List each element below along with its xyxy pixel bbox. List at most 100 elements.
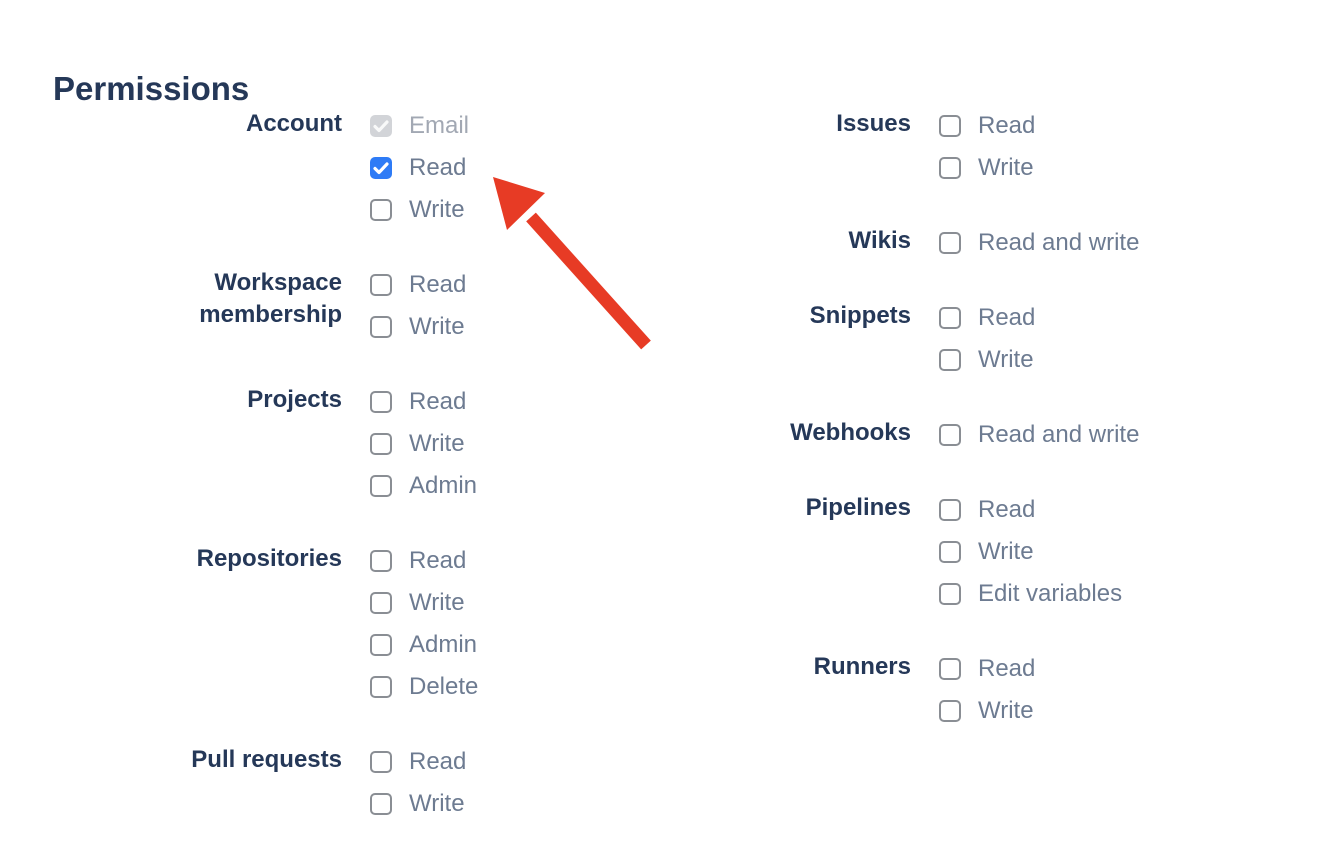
workspace-membership-read-checkbox[interactable] (370, 274, 392, 296)
checkbox-option-webhooks-read-and-write[interactable]: Read and write (939, 414, 1139, 456)
group-label-pull-requests: Pull requests (191, 746, 342, 773)
account-write-checkbox[interactable] (370, 199, 392, 221)
snippets-read-checkbox[interactable] (939, 307, 961, 329)
wikis-read-and-write-checkbox[interactable] (939, 232, 961, 254)
issues-read-checkbox[interactable] (939, 115, 961, 137)
checkbox-option-pull-requests-read[interactable]: Read (370, 741, 466, 783)
checkbox-label: Read (978, 655, 1036, 682)
checkbox-label: Read (978, 112, 1036, 139)
checkbox-option-pipelines-write[interactable]: Write (939, 531, 1122, 573)
repositories-read-checkbox[interactable] (370, 550, 392, 572)
checkbox-label: Email (409, 112, 470, 139)
checkbox-label: Admin (409, 472, 478, 499)
group-label-projects: Projects (247, 386, 342, 413)
checkbox-label: Read and write (978, 421, 1140, 448)
checkbox-option-account-write[interactable]: Write (370, 189, 469, 231)
permission-group-webhooks: Webhooks Read and write (721, 414, 1139, 456)
account-read-checkbox[interactable] (370, 157, 392, 179)
checkbox-option-repositories-read[interactable]: Read (370, 540, 478, 582)
repositories-admin-checkbox[interactable] (370, 634, 392, 656)
group-label-pipelines: Pipelines (805, 494, 911, 521)
checkbox-label: Write (978, 346, 1034, 373)
checkbox-label: Write (978, 538, 1034, 565)
checkbox-option-runners-read[interactable]: Read (939, 648, 1035, 690)
page-title: Permissions (53, 70, 250, 108)
checkbox-label: Write (409, 589, 465, 616)
checkbox-option-repositories-delete[interactable]: Delete (370, 666, 478, 708)
checkbox-label: Write (978, 697, 1034, 724)
checkbox-option-projects-admin[interactable]: Admin (370, 465, 477, 507)
checkbox-label: Edit variables (978, 580, 1123, 607)
webhooks-read-and-write-checkbox[interactable] (939, 424, 961, 446)
runners-write-checkbox[interactable] (939, 700, 961, 722)
snippets-write-checkbox[interactable] (939, 349, 961, 371)
checkbox-label: Write (409, 196, 465, 223)
group-label-workspace-membership: Workspace membership (199, 269, 342, 328)
pipelines-write-checkbox[interactable] (939, 541, 961, 563)
pipelines-read-checkbox[interactable] (939, 499, 961, 521)
checkbox-option-snippets-write[interactable]: Write (939, 339, 1035, 381)
options-wikis: Read and write (939, 222, 1139, 264)
checkbox-option-projects-write[interactable]: Write (370, 423, 477, 465)
group-label-snippets: Snippets (809, 302, 911, 329)
checkbox-option-pipelines-edit-variables[interactable]: Edit variables (939, 573, 1122, 615)
group-label-runners: Runners (813, 653, 911, 680)
projects-read-checkbox[interactable] (370, 391, 392, 413)
checkmark-icon (373, 119, 389, 132)
workspace-membership-write-checkbox[interactable] (370, 316, 392, 338)
checkbox-option-workspace-membership-read[interactable]: Read (370, 264, 466, 306)
checkbox-label: Write (409, 313, 465, 340)
checkbox-label: Read (409, 388, 467, 415)
checkbox-option-issues-read[interactable]: Read (939, 105, 1035, 147)
checkbox-label: Read and write (978, 229, 1140, 256)
checkbox-label: Read (978, 304, 1036, 331)
group-label-account: Account (246, 110, 342, 137)
runners-read-checkbox[interactable] (939, 658, 961, 680)
group-label-repositories: Repositories (196, 545, 342, 572)
account-email-checkbox (370, 115, 392, 137)
checkbox-label: Read (978, 496, 1036, 523)
checkbox-label: Write (409, 430, 465, 457)
checkbox-option-pipelines-read[interactable]: Read (939, 489, 1122, 531)
checkbox-label: Write (409, 790, 465, 817)
checkbox-option-projects-read[interactable]: Read (370, 381, 477, 423)
options-webhooks: Read and write (939, 414, 1139, 456)
checkbox-option-issues-write[interactable]: Write (939, 147, 1035, 189)
projects-write-checkbox[interactable] (370, 433, 392, 455)
group-label-issues: Issues (836, 110, 911, 137)
checkbox-option-runners-write[interactable]: Write (939, 690, 1035, 732)
issues-write-checkbox[interactable] (939, 157, 961, 179)
pipelines-edit-variables-checkbox[interactable] (939, 583, 961, 605)
checkbox-option-workspace-membership-write[interactable]: Write (370, 306, 466, 348)
repositories-write-checkbox[interactable] (370, 592, 392, 614)
checkbox-option-repositories-admin[interactable]: Admin (370, 624, 478, 666)
group-label-webhooks: Webhooks (790, 419, 911, 446)
checkbox-option-pull-requests-write[interactable]: Write (370, 783, 466, 825)
pull-requests-write-checkbox[interactable] (370, 793, 392, 815)
checkbox-option-account-read[interactable]: Read (370, 147, 469, 189)
projects-admin-checkbox[interactable] (370, 475, 392, 497)
repositories-delete-checkbox[interactable] (370, 676, 392, 698)
pull-requests-read-checkbox[interactable] (370, 751, 392, 773)
checkbox-label: Read (409, 748, 467, 775)
checkbox-label: Read (409, 547, 467, 574)
checkbox-option-wikis-read-and-write[interactable]: Read and write (939, 222, 1139, 264)
checkbox-option-snippets-read[interactable]: Read (939, 297, 1035, 339)
checkbox-option-repositories-write[interactable]: Write (370, 582, 478, 624)
